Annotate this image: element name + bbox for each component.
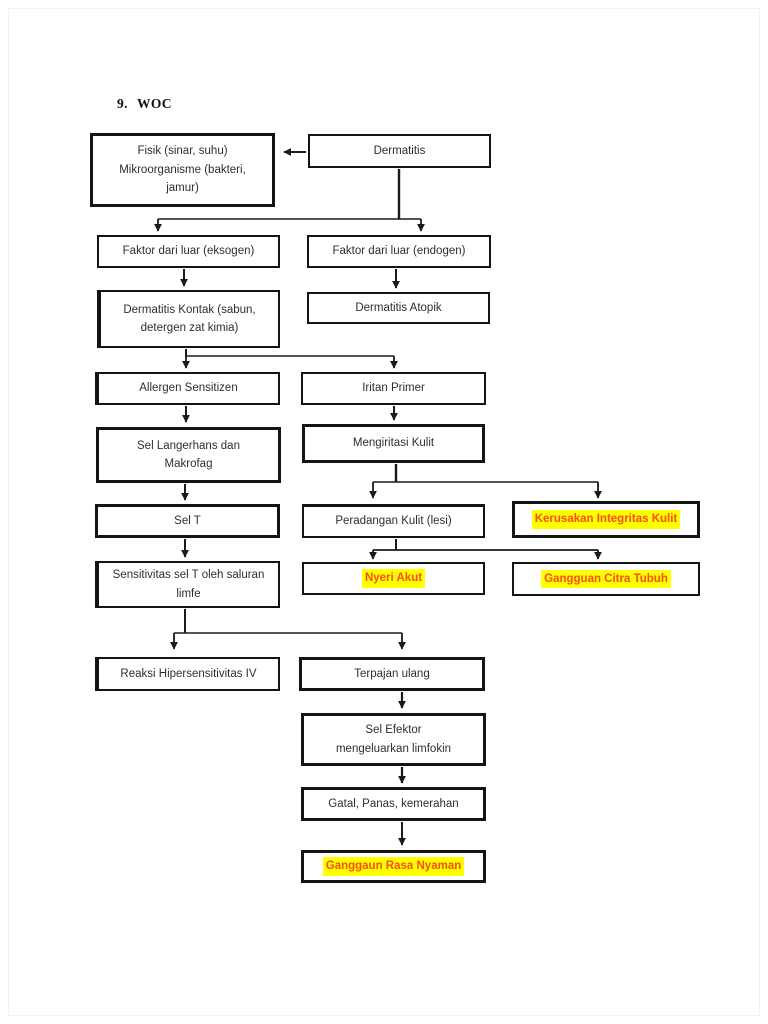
- node-label-highlighted: Kerusakan Integritas Kulit: [531, 510, 681, 529]
- node-iritan-primer: Iritan Primer: [301, 372, 486, 405]
- node-label-highlighted: Ganggaun Rasa Nyaman: [322, 857, 465, 876]
- node-label: Iritan Primer: [362, 382, 425, 395]
- node-label: Mikroorganisme (bakteri,: [119, 163, 246, 176]
- page-title-number: 9.: [117, 96, 128, 111]
- node-label: Faktor dari luar (endogen): [332, 245, 466, 258]
- node-label: Allergen Sensitizen: [139, 382, 238, 395]
- node-peradangan-kulit: Peradangan Kulit (lesi): [302, 504, 485, 538]
- node-sel-langerhans: Sel Langerhans dan Makrofag: [96, 427, 281, 483]
- node-label: Mengiritasi Kulit: [352, 437, 435, 450]
- node-label: Dermatitis Atopik: [355, 301, 442, 314]
- node-label: Dermatitis Kontak (sabun,: [123, 303, 256, 316]
- node-label: detergen zat kimia): [140, 322, 239, 334]
- node-faktor-eksogen: Faktor dari luar (eksogen): [97, 235, 280, 268]
- node-dermatitis: Dermatitis: [308, 134, 491, 168]
- node-label: Sensitivitas sel T oleh saluran: [112, 569, 265, 582]
- node-ganggaun-rasa-nyaman: Ganggaun Rasa Nyaman: [301, 850, 486, 883]
- node-allergen-sensitizen: Allergen Sensitizen: [95, 372, 280, 405]
- page-title-text: WOC: [136, 96, 172, 111]
- node-label: Fisik (sinar, suhu): [137, 145, 228, 158]
- node-kerusakan-integritas-kulit: Kerusakan Integritas Kulit: [512, 501, 700, 538]
- node-reaksi-hipersensitivitas: Reaksi Hipersensitivitas IV: [95, 657, 280, 691]
- node-sel-t: Sel T: [95, 504, 280, 538]
- node-label: Reaksi Hipersensitivitas IV: [120, 667, 257, 680]
- node-gatal-panas-kemerahan: Gatal, Panas, kemerahan: [301, 787, 486, 821]
- node-label: Faktor dari luar (eksogen): [122, 245, 255, 258]
- node-terpajan-ulang: Terpajan ulang: [299, 657, 485, 691]
- node-dermatitis-atopik: Dermatitis Atopik: [307, 292, 490, 324]
- node-label-highlighted: Nyeri Akut: [361, 569, 426, 588]
- node-sel-efektor: Sel Efektor mengeluarkan limfokin: [301, 713, 486, 766]
- node-label: limfe: [176, 587, 201, 600]
- node-label: Gatal, Panas, kemerahan: [328, 797, 459, 810]
- node-label: Sel T: [174, 514, 201, 527]
- node-dermatitis-kontak: Dermatitis Kontak (sabun, detergen zat k…: [97, 290, 280, 348]
- node-label: Sel Langerhans dan: [137, 439, 240, 452]
- node-label: Sel Efektor: [365, 724, 422, 737]
- node-label: Peradangan Kulit (lesi): [335, 515, 452, 528]
- page-title: 9. WOC: [117, 96, 172, 112]
- node-label: jamur): [166, 182, 199, 195]
- node-sensitivitas-sel-t: Sensitivitas sel T oleh saluran limfe: [95, 561, 280, 608]
- node-mengiritasi-kulit: Mengiritasi Kulit: [302, 424, 485, 463]
- node-label: Dermatitis: [373, 144, 426, 157]
- node-gangguan-citra-tubuh: Gangguan Citra Tubuh: [512, 562, 700, 596]
- node-fisik: Fisik (sinar, suhu) Mikroorganisme (bakt…: [90, 133, 275, 207]
- node-label-highlighted: Gangguan Citra Tubuh: [541, 569, 671, 589]
- node-label: Terpajan ulang: [354, 667, 430, 680]
- node-faktor-endogen: Faktor dari luar (endogen): [307, 235, 491, 268]
- node-label: Makrofag: [164, 458, 213, 470]
- node-nyeri-akut: Nyeri Akut: [302, 562, 485, 595]
- node-label: mengeluarkan limfokin: [335, 742, 452, 755]
